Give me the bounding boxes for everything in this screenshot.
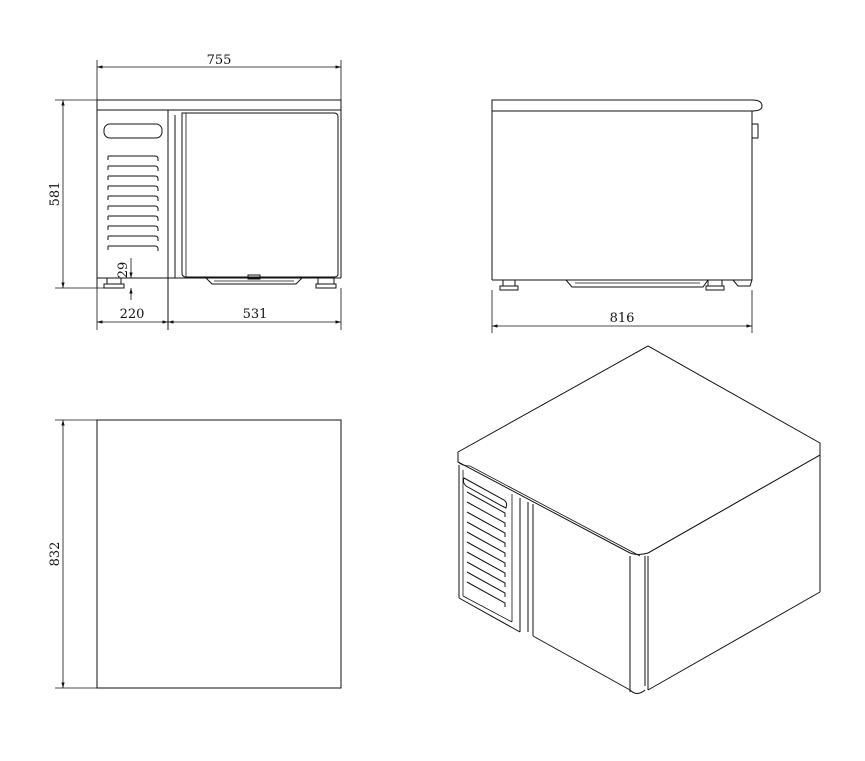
front-feet xyxy=(103,274,337,289)
cabinet-body xyxy=(96,110,342,330)
dim-label-531: 531 xyxy=(243,307,268,322)
dim-label-220: 220 xyxy=(120,307,145,322)
louver-slat xyxy=(107,175,159,181)
iso-louver-slat xyxy=(466,511,506,537)
dimension-top-depth: 832 xyxy=(48,419,97,689)
dimension-height: 581 xyxy=(48,99,104,289)
dim-label-29: 29 xyxy=(116,262,131,279)
louver-slat xyxy=(107,195,159,201)
iso-front-face xyxy=(458,465,646,694)
louver-slat xyxy=(107,225,159,231)
louver-slat xyxy=(107,155,159,161)
louver-slat xyxy=(107,185,159,191)
dim-label-832: 832 xyxy=(48,542,63,567)
dimension-foot-height: 29 xyxy=(116,258,136,300)
iso-louver-slat xyxy=(466,581,506,607)
iso-louver-slat xyxy=(466,521,506,547)
worktop xyxy=(96,99,342,111)
side-handle xyxy=(751,123,759,139)
dim-label-755: 755 xyxy=(207,53,232,68)
louver-slat xyxy=(107,235,159,241)
side-worktop xyxy=(491,99,763,112)
dimension-bottom-split: 220 531 xyxy=(96,288,342,330)
louver-slat xyxy=(107,245,159,251)
dim-label-816: 816 xyxy=(610,311,635,326)
louver-slat xyxy=(107,205,159,211)
iso-right-face xyxy=(647,455,821,691)
top-outline xyxy=(96,419,342,689)
isometric-view xyxy=(457,345,821,694)
dimension-side-depth: 816 xyxy=(491,290,753,333)
iso-louver-slat xyxy=(466,551,506,577)
side-feet xyxy=(499,279,753,291)
iso-louver-slat xyxy=(466,501,506,527)
iso-louver-slat xyxy=(466,531,506,557)
iso-louver-slat xyxy=(466,561,506,587)
dimension-front-width: 755 xyxy=(96,53,342,100)
dim-label-581: 581 xyxy=(48,182,63,207)
door-panel xyxy=(181,112,339,278)
front-view: 755 xyxy=(48,53,342,330)
front-louvers xyxy=(107,155,159,251)
iso-louver-slat xyxy=(466,491,506,517)
side-view: 816 xyxy=(491,99,763,333)
louver-slat xyxy=(107,165,159,171)
iso-worktop xyxy=(457,345,821,555)
iso-louvers xyxy=(466,491,506,607)
handle-slot xyxy=(103,123,163,139)
top-view: 832 xyxy=(48,419,342,689)
louver-slat xyxy=(107,215,159,221)
iso-louver-slat xyxy=(466,571,506,597)
iso-louver-slat xyxy=(466,541,506,567)
